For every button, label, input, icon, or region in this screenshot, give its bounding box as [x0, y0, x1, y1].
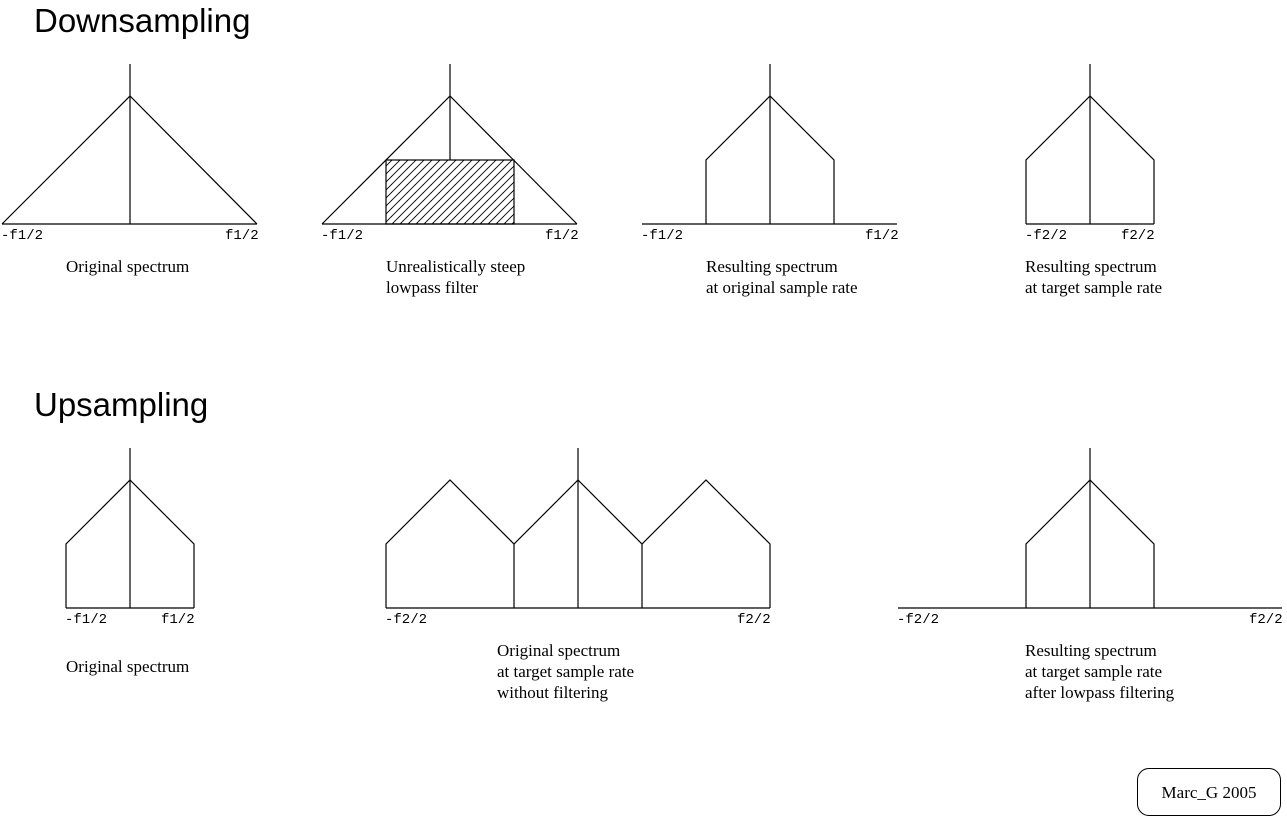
caption-line: at original sample rate — [706, 278, 858, 297]
spectrum-shape — [65, 479, 195, 608]
tick-label-left: -f2/2 — [385, 612, 428, 628]
upsampling-heading: Upsampling — [34, 386, 209, 423]
caption-line: Original spectrum — [66, 257, 190, 276]
tick-label-left: -f2/2 — [897, 612, 940, 628]
caption-line: after lowpass filtering — [1025, 683, 1175, 702]
filtered-spectrum — [705, 95, 835, 224]
tick-label-left: -f1/2 — [65, 612, 108, 628]
up-filtered-spectrum-graph — [898, 448, 1282, 609]
tick-label-right: f1/2 — [225, 228, 259, 244]
tick-label-right: f2/2 — [1121, 228, 1155, 244]
up-filtered-caption: Resulting spectrum at target sample rate… — [1025, 640, 1174, 703]
tick-label-right: f1/2 — [865, 228, 899, 244]
tick-label-right: f2/2 — [1249, 612, 1283, 628]
caption-line: Resulting spectrum — [706, 257, 838, 276]
tick-label-left: -f2/2 — [1025, 228, 1068, 244]
caption-line: at target sample rate — [1025, 278, 1163, 297]
tick-label-left: -f1/2 — [1, 228, 44, 244]
caption-line: at target sample rate — [497, 662, 635, 681]
down-result-target-caption: Resulting spectrum at target sample rate — [1025, 256, 1162, 298]
tick-label-left: -f1/2 — [321, 228, 364, 244]
caption-line: Resulting spectrum — [1025, 641, 1157, 660]
caption-line: lowpass filter — [386, 278, 479, 297]
up-original-spectrum-graph — [65, 448, 195, 609]
credit-box: Marc_G 2005 — [1137, 768, 1281, 816]
down-original-spectrum-graph — [1, 64, 258, 225]
up-original-caption: Original spectrum — [66, 656, 189, 677]
tick-label-right: f1/2 — [161, 612, 195, 628]
downsampling-heading: Downsampling — [34, 2, 251, 39]
caption-line: at target sample rate — [1025, 662, 1163, 681]
down-result-original-rate-graph — [642, 64, 897, 225]
up-unfiltered-caption: Original spectrum at target sample rate … — [497, 640, 634, 703]
caption-line: Unrealistically steep — [386, 257, 526, 276]
credit-text: Marc_G 2005 — [1161, 783, 1257, 802]
tick-label-left: -f1/2 — [641, 228, 684, 244]
spectrum-triangle — [1, 95, 258, 225]
up-unfiltered-spectrum-graph — [385, 448, 771, 609]
filtered-spectrum — [1025, 479, 1155, 608]
caption-line: Original spectrum — [66, 657, 190, 676]
down-filter-caption: Unrealistically steep lowpass filter — [386, 256, 525, 298]
caption-line: without filtering — [497, 683, 608, 702]
down-original-caption: Original spectrum — [66, 256, 189, 277]
spectrum-triangle — [321, 95, 578, 225]
down-result-target-rate-graph — [1025, 64, 1155, 225]
down-lowpass-filter-graph — [321, 64, 578, 225]
tick-label-right: f2/2 — [737, 612, 771, 628]
tick-label-right: f1/2 — [545, 228, 579, 244]
down-result-original-caption: Resulting spectrum at original sample ra… — [706, 256, 858, 298]
caption-line: Original spectrum — [497, 641, 621, 660]
caption-line: Resulting spectrum — [1025, 257, 1157, 276]
filter-passband-hatched — [385, 159, 515, 225]
filtered-spectrum — [1025, 95, 1155, 224]
imaged-spectrum — [385, 479, 771, 608]
